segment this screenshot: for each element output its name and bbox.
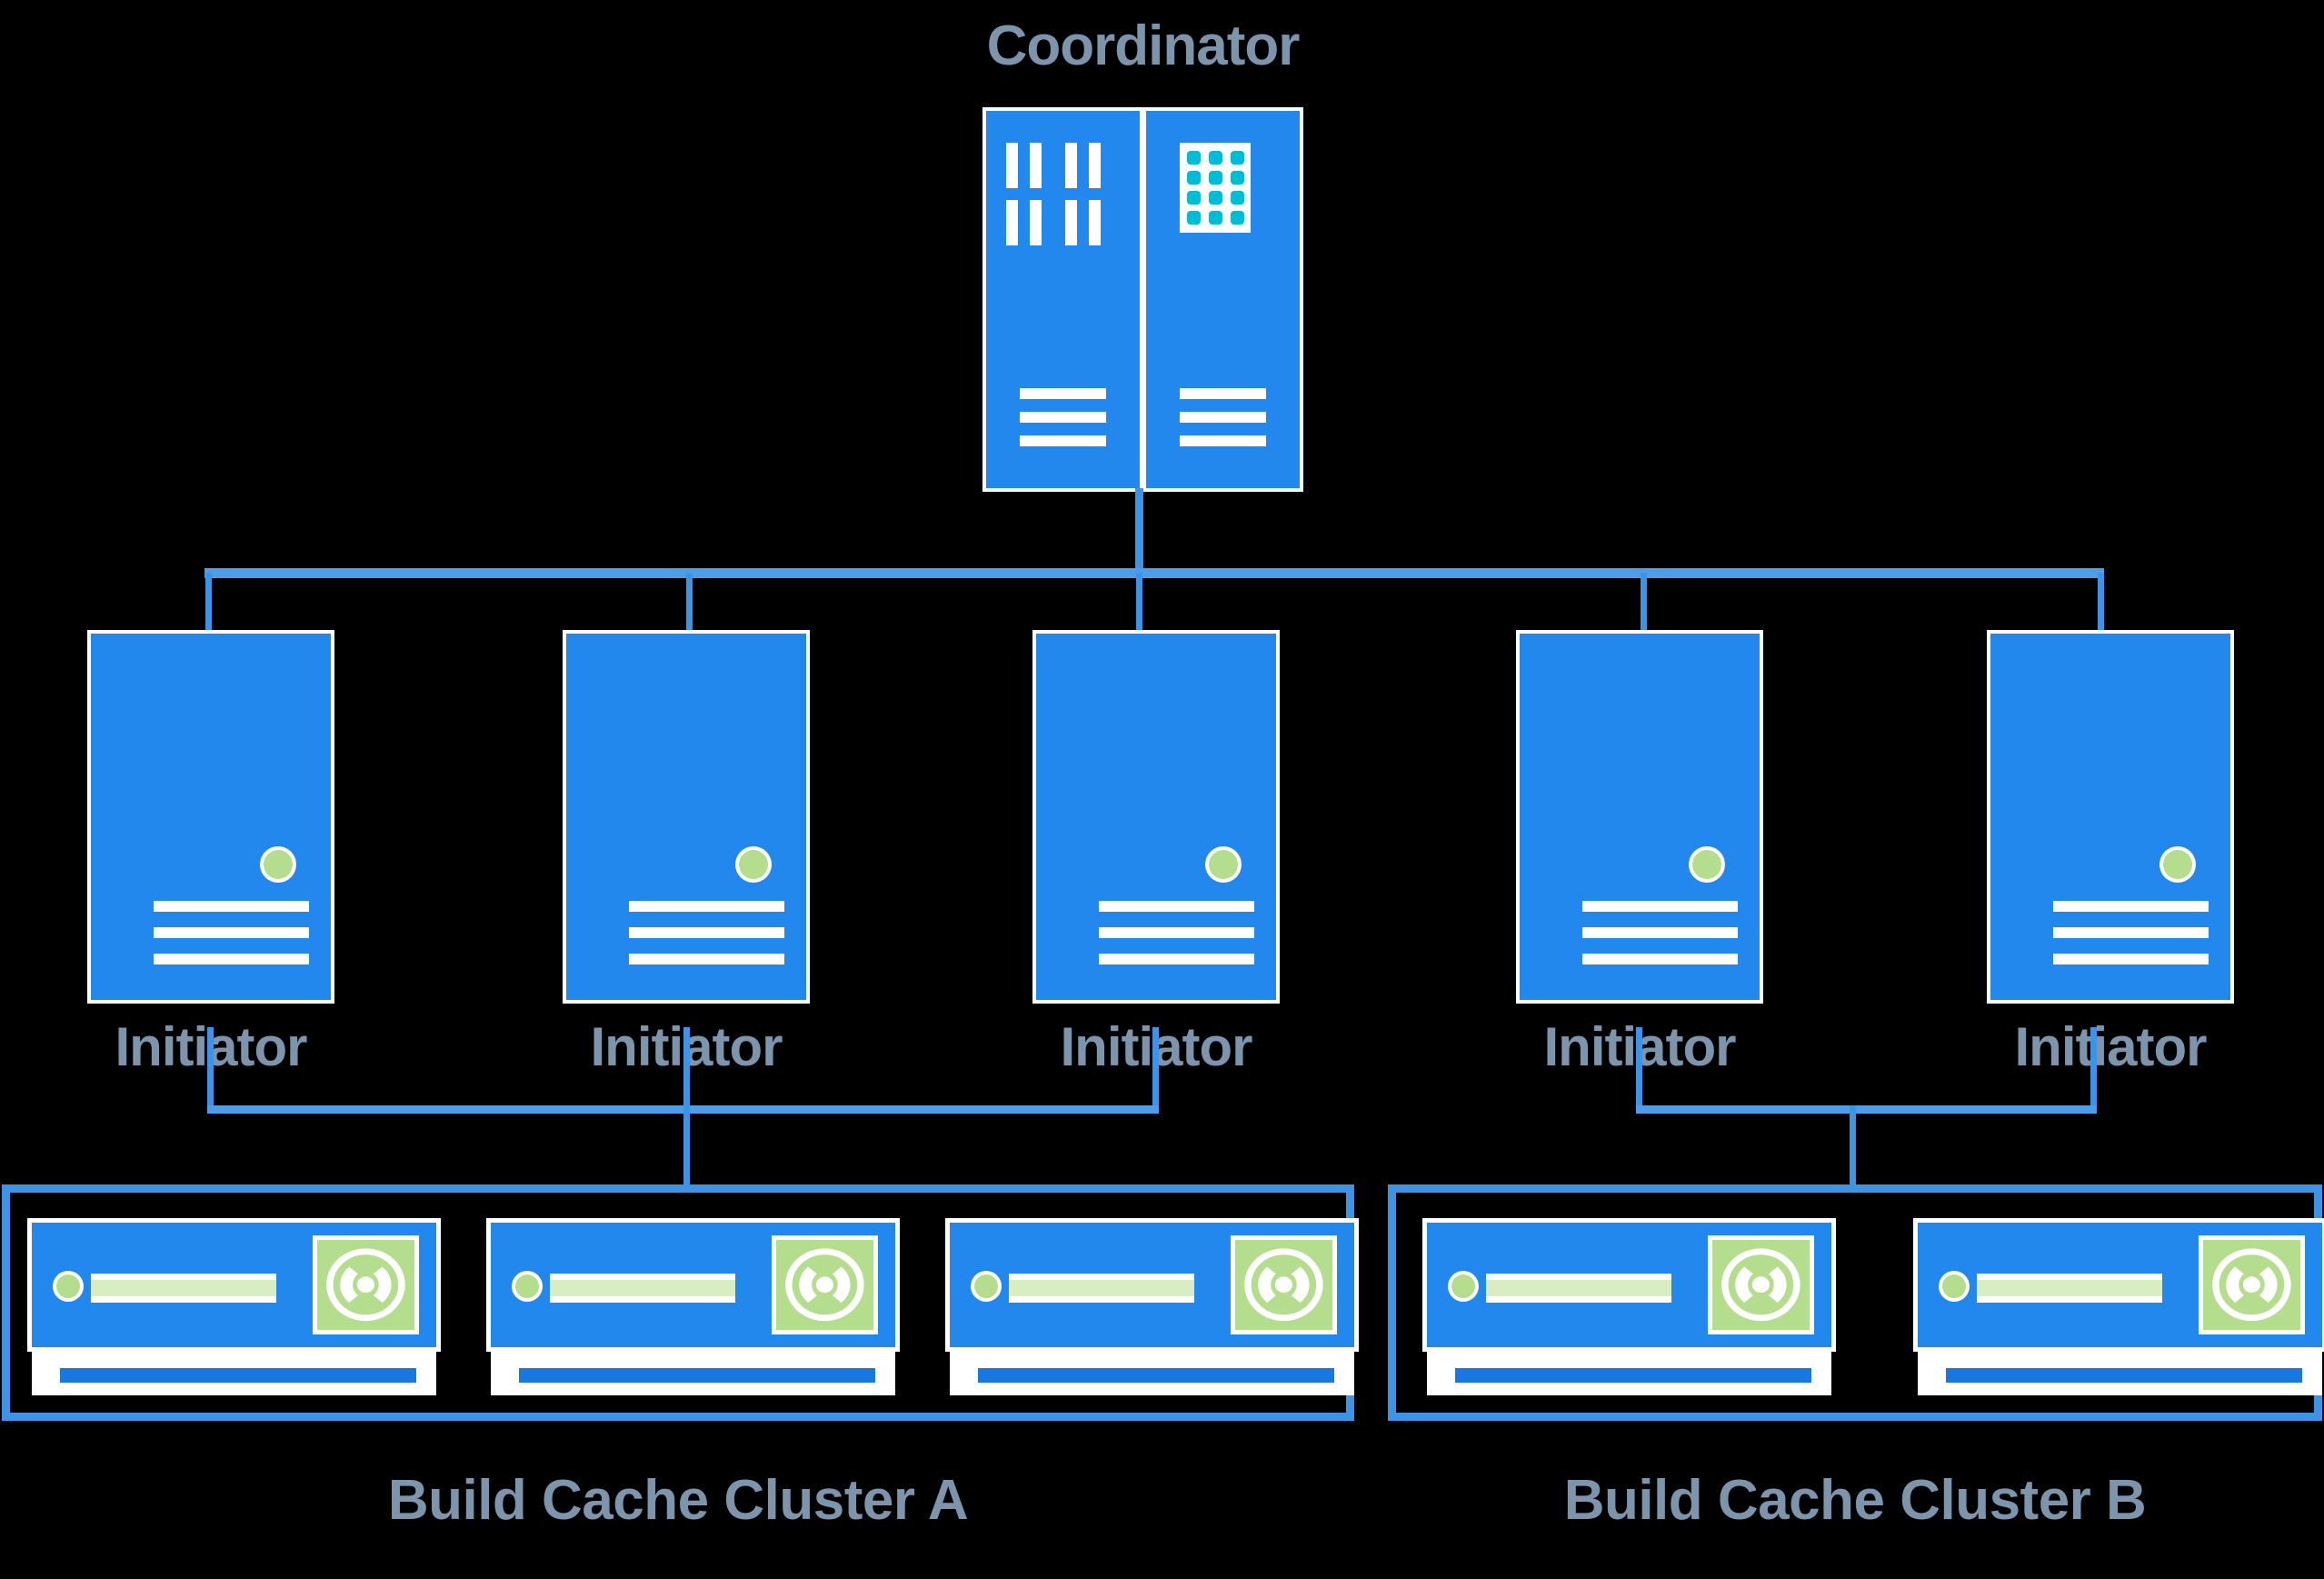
cache-node-tray [32,1348,436,1395]
server-lines-icon [2052,901,2209,965]
wire-bus-to-initiator-2 [686,573,693,650]
storage-disc-icon [775,1240,873,1330]
status-led-icon [1208,849,1238,879]
wire-bus-to-initiator-4 [1641,573,1647,650]
initiator-node-5[interactable] [1990,634,2230,1000]
server-lines-icon [628,901,785,965]
wire-initiator-5-down [2090,1027,2097,1112]
status-led-icon [55,1274,80,1299]
cache-node-tray [950,1348,1354,1395]
coordinator-label: Coordinator [986,15,1301,77]
cache-slot-bar [1008,1274,1195,1304]
cache-slot-bar [90,1274,277,1304]
cache-node-a-3[interactable] [950,1223,1354,1395]
wire-initiator-4-down [1636,1027,1642,1112]
wire-bus-to-initiator-3 [1136,573,1142,650]
initiator-node-4[interactable] [1520,634,1760,1000]
wire-initiator-3-down [1152,1027,1159,1112]
cache-slot-bar [1976,1274,2163,1304]
coordinator-node[interactable] [986,111,1300,488]
status-led-icon [1941,1274,1966,1299]
cache-node-tray [1918,1348,2322,1395]
storage-disc-icon [316,1240,414,1330]
initiator-node-2[interactable] [566,634,806,1000]
cache-node-body [491,1223,895,1347]
wire-cluster-b-bus [1636,1105,2097,1114]
cache-node-body [1918,1223,2322,1347]
wire-cluster-b-drop [1850,1105,1856,1192]
wire-initiator-1-down [207,1027,214,1112]
cache-node-body [950,1223,1354,1347]
wire-initiator-bus [204,568,2104,578]
initiator-label-5: Initiator [2014,1016,2208,1077]
status-led-icon [263,849,293,879]
cache-node-b-2[interactable] [1918,1223,2322,1395]
dot-grid-icon [1180,143,1251,234]
server-lines-icon [1098,901,1255,965]
wire-coordinator-drop [1135,488,1143,575]
wire-cluster-a-drop [683,1105,690,1192]
cache-node-a-2[interactable] [491,1223,895,1395]
status-led-icon [973,1274,998,1299]
wire-bus-to-initiator-1 [205,573,212,650]
server-bars-icon [1005,143,1101,246]
status-led-icon [1691,849,1721,879]
storage-disc-icon [2202,1240,2300,1330]
wire-cluster-a-bus [207,1105,1159,1114]
cache-node-a-1[interactable] [32,1223,436,1395]
status-led-icon [1451,1274,1475,1299]
initiator-node-3[interactable] [1036,634,1276,1000]
cache-node-b-1[interactable] [1427,1223,1831,1395]
cache-node-body [32,1223,436,1347]
server-lines-icon [1581,901,1739,965]
status-led-icon [738,849,768,879]
coordinator-status-lines-right [1180,388,1266,447]
coordinator-panel-grid [1146,111,1300,488]
cluster-label-b: Build Cache Cluster B [1563,1469,2147,1532]
server-lines-icon [153,901,310,965]
coordinator-status-lines-left [1020,388,1106,447]
cache-slot-bar [1485,1274,1672,1304]
status-led-icon [514,1274,539,1299]
initiator-node-1[interactable] [91,634,331,1000]
status-led-icon [2162,849,2192,879]
storage-disc-icon [1234,1240,1332,1330]
storage-disc-icon [1711,1240,1810,1330]
cache-node-tray [1427,1348,1831,1395]
cache-node-tray [491,1348,895,1395]
cache-slot-bar [549,1274,736,1304]
cache-node-body [1427,1223,1831,1347]
cluster-label-a: Build Cache Cluster A [387,1469,969,1532]
coordinator-panel-bars [986,111,1140,488]
wire-initiator-2-down [683,1027,690,1112]
wire-bus-to-initiator-5 [2098,573,2104,650]
